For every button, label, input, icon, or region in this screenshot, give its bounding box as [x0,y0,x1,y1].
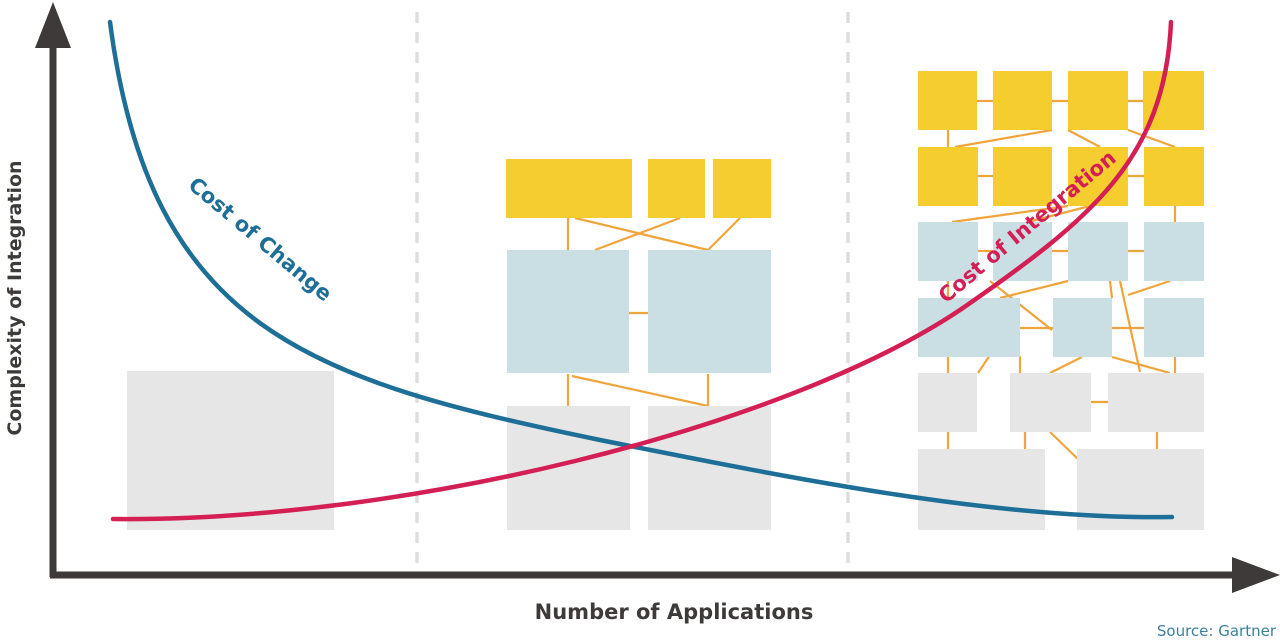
app-block [1108,373,1204,432]
source-credit: Source: Gartner [1156,622,1276,640]
app-block [918,71,977,130]
app-block [918,449,1045,530]
app-block [918,147,978,206]
x-axis-arrow [1232,557,1280,593]
app-block [713,159,771,218]
section-few-apps [506,159,771,530]
cost-of-change-curve [107,19,1175,520]
app-block [507,250,629,373]
cost-of-change-label: Cost of Change [184,172,337,306]
app-block [507,406,630,530]
app-block [506,159,632,218]
app-block [918,222,978,281]
app-block [648,250,771,373]
app-block [993,147,1052,206]
app-block [1053,298,1112,357]
app-block [1144,147,1204,206]
section-many-apps [918,71,1204,530]
axes [35,2,1280,593]
app-block [648,159,705,218]
connectors [566,216,741,408]
section-dividers [415,12,850,570]
app-block [1144,222,1204,281]
section-single-app [127,371,334,530]
y-axis-arrow [35,2,71,48]
y-axis-title: Complexity of Integration [4,160,26,436]
app-block [993,71,1052,130]
cost-of-integration-curve [110,19,1174,522]
connectors [946,99,1177,461]
app-block [1068,71,1128,130]
app-block [1010,373,1091,432]
app-block [918,373,977,432]
app-block [1144,298,1204,357]
app-block [127,371,334,530]
app-block [1068,222,1128,281]
x-axis-title: Number of Applications [534,600,814,624]
